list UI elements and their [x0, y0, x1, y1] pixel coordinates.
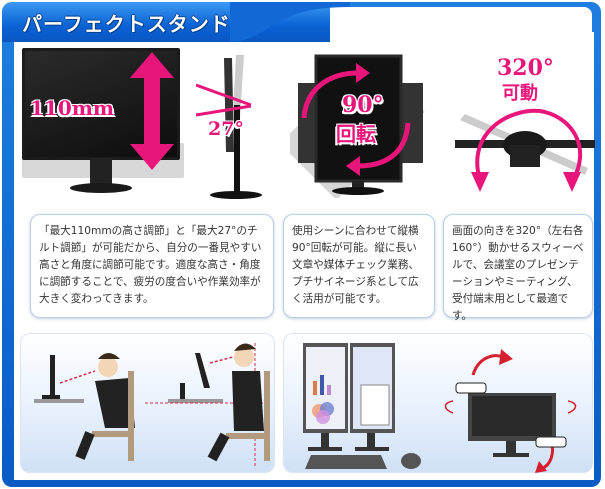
pivot-description-text: 使用シーンに合わせて縦横90°回転が可能。縦に長い文章や媒体チェック業務、プチサ…: [292, 225, 420, 305]
height-description-text: 「最大110mmの高さ調節」と「最大27°のチルト調節」が可能だから、自分の一番…: [39, 225, 262, 305]
posture-illustration: [34, 343, 270, 468]
header-white-area: [330, 7, 592, 47]
swivel-figure: [455, 108, 595, 192]
usage-illustration: [303, 343, 577, 473]
swivel-description-text: 画面の向きを320°（左右各160°）動かせるスウィーベルで、会議室のプレゼンテ…: [452, 225, 584, 322]
pivot-description-card: 使用シーンに合わせて縦横90°回転が可能。縦に長い文章や媒体チェック業務、プチサ…: [283, 214, 435, 318]
swivel-move-label: 可動: [502, 83, 538, 104]
swivel-degree-label: 320°: [497, 55, 554, 81]
pivot-figure: [290, 54, 425, 198]
pivot-rotate-label: 回転: [336, 122, 376, 146]
tilt-value-label: 27°: [208, 118, 244, 140]
posture-panel: [20, 333, 275, 473]
swivel-description-card: 画面の向きを320°（左右各160°）動かせるスウィーベルで、会議室のプレゼンテ…: [443, 214, 593, 322]
usage-panel: [283, 333, 593, 473]
header-curve: [230, 2, 350, 42]
height-arrow-icon: [130, 52, 174, 170]
pivot-degree-label: 90°: [342, 92, 384, 118]
height-description-card: 「最大110mmの高さ調節」と「最大27°のチルト調節」が可能だから、自分の一番…: [30, 214, 274, 318]
page-title: パーフェクトスタンド: [22, 12, 231, 36]
tilt-side-figure: [196, 55, 262, 199]
height-value-label: 110mm: [30, 96, 115, 120]
